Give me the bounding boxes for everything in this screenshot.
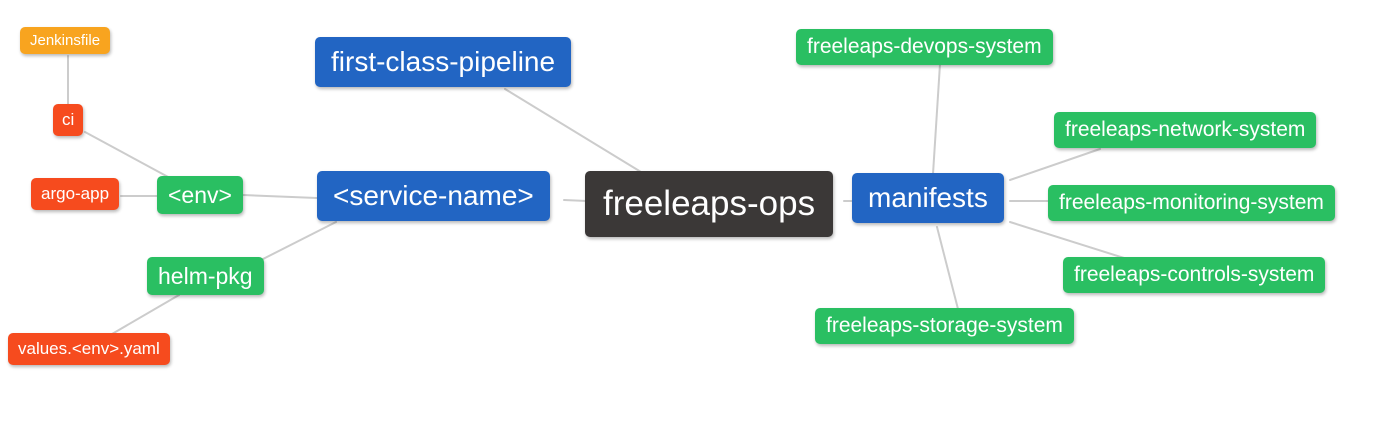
node-env[interactable]: <env> — [157, 176, 243, 215]
node-root-freeleaps-ops[interactable]: freeleaps-ops — [585, 171, 834, 238]
node-freeleaps-network-system[interactable]: freeleaps-network-system — [1054, 112, 1317, 149]
node-freeleaps-monitoring-system[interactable]: freeleaps-monitoring-system — [1048, 185, 1335, 222]
edge-env-service-name — [242, 194, 318, 199]
edge-manifests-controls — [1009, 221, 1125, 259]
node-freeleaps-storage-system[interactable]: freeleaps-storage-system — [815, 308, 1074, 345]
node-first-class-pipeline[interactable]: first-class-pipeline — [315, 37, 572, 88]
node-jenkinsfile[interactable]: Jenkinsfile — [20, 27, 111, 55]
node-service-name[interactable]: <service-name> — [317, 171, 550, 222]
edge-pipeline-root — [504, 88, 642, 173]
edge-manifests-network — [1009, 148, 1101, 181]
node-argo-app[interactable]: argo-app — [31, 178, 120, 210]
node-freeleaps-controls-system[interactable]: freeleaps-controls-system — [1063, 257, 1326, 294]
node-manifests[interactable]: manifests — [852, 173, 1004, 224]
edge-manifests-storage — [936, 226, 959, 310]
node-helm-pkg[interactable]: helm-pkg — [147, 257, 264, 296]
edge-manifests-devops — [932, 63, 941, 175]
edge-ci-env — [84, 131, 171, 179]
node-freeleaps-devops-system[interactable]: freeleaps-devops-system — [796, 29, 1053, 66]
node-ci[interactable]: ci — [53, 104, 84, 136]
node-values-env-yaml[interactable]: values.<env>.yaml — [8, 333, 170, 365]
edge-helm-pkg-service-name — [262, 221, 337, 260]
edge-service-name-root — [563, 199, 588, 202]
edge-helm-pkg-values-yaml — [111, 294, 180, 335]
